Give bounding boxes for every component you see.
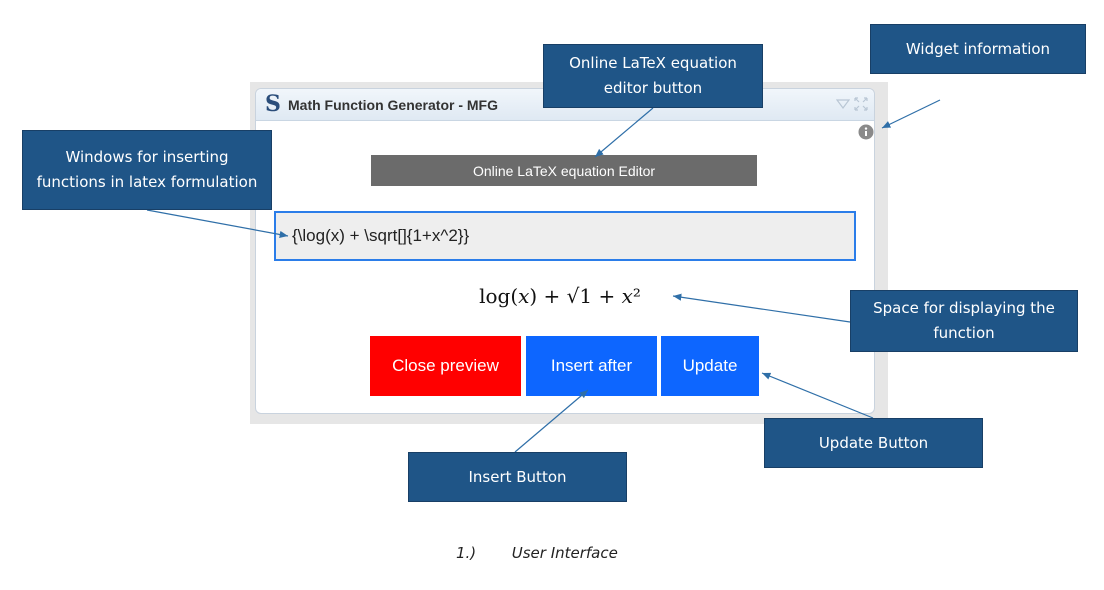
arrow-input-window [146,209,289,239]
arrow-latex-editor [594,107,654,158]
collapse-icon[interactable] [836,98,850,110]
update-button[interactable]: Update [661,336,759,396]
arrow-display-space [672,293,851,323]
caption-number: 1.) [456,544,477,562]
arrow-widget-info [881,99,941,129]
function-preview: log(𝑥) + √1 + 𝑥² [479,284,641,308]
caption-text: User Interface [511,544,618,562]
insert-after-button[interactable]: Insert after [526,336,657,396]
latex-input-field[interactable]: {\log(x) + \sqrt[]{1+x^2}} [274,211,856,261]
callout-latex-editor: Online LaTeX equation editor button [543,44,763,108]
callout-insert-button: Insert Button [408,452,627,502]
callout-widget-info: Widget information [870,24,1086,74]
callout-input-window: Windows for inserting functions in latex… [22,130,272,210]
latex-editor-button[interactable]: Online LaTeX equation Editor [371,155,757,186]
figure-caption: 1.) User Interface [456,544,618,562]
widget-title: Math Function Generator - MFG [288,97,498,113]
info-icon[interactable] [858,124,874,140]
callout-update-button: Update Button [764,418,983,468]
arrow-insert-button [514,389,589,453]
maximize-icon[interactable] [854,97,868,111]
arrow-update-button [761,372,874,419]
close-preview-button[interactable]: Close preview [370,336,521,396]
callout-display-space: Space for displaying the function [850,290,1078,352]
app-logo-icon: S [265,91,281,117]
